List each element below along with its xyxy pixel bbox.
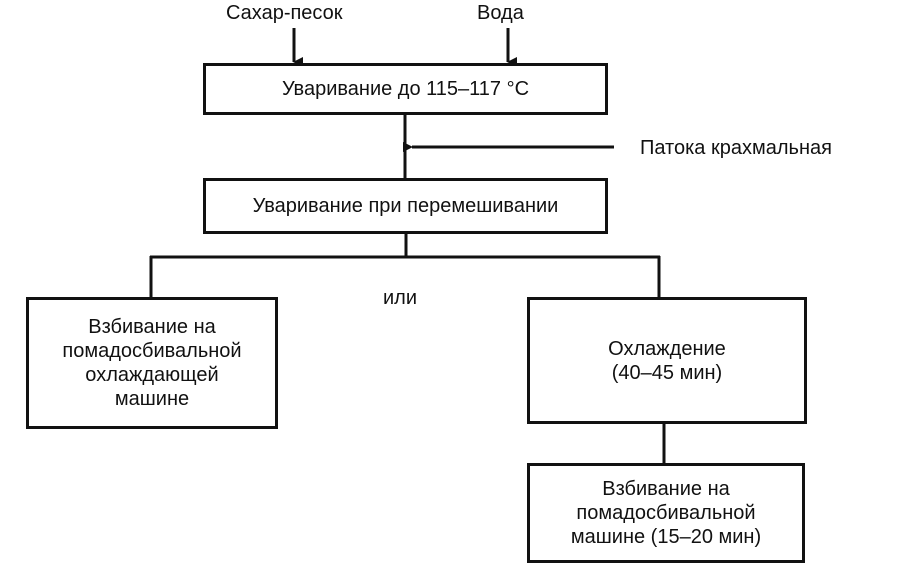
step-line: охлаждающей: [85, 364, 219, 386]
step-text-whip: Взбивание на помадосбивальной машине (15…: [571, 477, 761, 549]
step-line: помадосбивальной: [62, 340, 242, 362]
step-line: машине: [114, 388, 190, 410]
step-box-whip: Взбивание на помадосбивальной машине (15…: [527, 463, 805, 563]
input-label-sugar: Сахар-песок: [226, 2, 343, 24]
step-text-boil-mix: Уваривание при перемешивании: [252, 195, 559, 217]
step-line: машине (15–20 мин): [570, 526, 762, 548]
step-box-boil-mix: Уваривание при перемешивании: [203, 178, 608, 234]
step-box-whip-cool: Взбивание на помадосбивальной охлаждающе…: [26, 297, 278, 429]
or-label: или: [383, 287, 418, 309]
step-text-cooling: Охлаждение (40–45 мин): [608, 337, 726, 385]
step-text-whip-cool: Взбивание на помадосбивальной охлаждающе…: [62, 315, 241, 411]
step-line: (40–45 мин): [611, 361, 723, 384]
step-line: Взбивание на: [602, 478, 730, 500]
step-box-cooling: Охлаждение (40–45 мин): [527, 297, 807, 424]
step-box-boil: Уваривание до 115–117 °С: [203, 63, 608, 115]
step-line: Взбивание на: [88, 316, 216, 338]
input-label-water: Вода: [477, 2, 524, 24]
input-label-syrup: Патока крахмальная: [640, 137, 832, 159]
step-line: помадосбивальной: [576, 502, 756, 524]
step-line: Охлаждение: [608, 337, 726, 360]
step-text-boil: Уваривание до 115–117 °С: [281, 78, 530, 100]
